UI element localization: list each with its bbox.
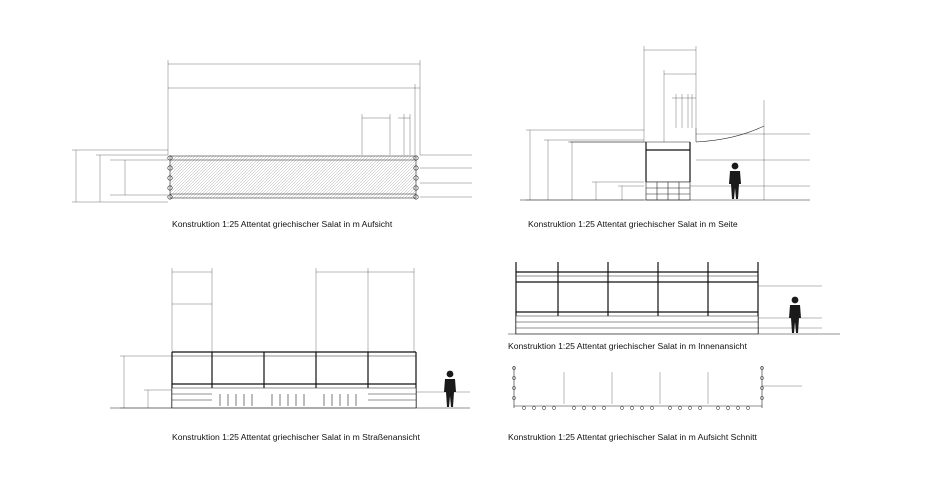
human-figure-icon: [789, 296, 801, 333]
plan-view-aufsicht: [72, 60, 472, 203]
human-figure-icon: [444, 370, 456, 407]
caption-strasse: Konstruktion 1:25 Attentat griechischer …: [172, 432, 420, 442]
interior-view-innenansicht: [508, 262, 840, 335]
caption-seite: Konstruktion 1:25 Attentat griechischer …: [528, 219, 738, 229]
caption-aufsicht: Konstruktion 1:25 Attentat griechischer …: [172, 219, 393, 229]
caption-innen: Konstruktion 1:25 Attentat griechischer …: [508, 341, 747, 351]
street-view-strassenansicht: [110, 268, 470, 409]
caption-schnitt: Konstruktion 1:25 Attentat griechischer …: [508, 432, 757, 442]
section-view-schnitt: [512, 366, 802, 410]
side-view-seite: [520, 46, 810, 201]
human-figure-icon: [729, 162, 741, 199]
